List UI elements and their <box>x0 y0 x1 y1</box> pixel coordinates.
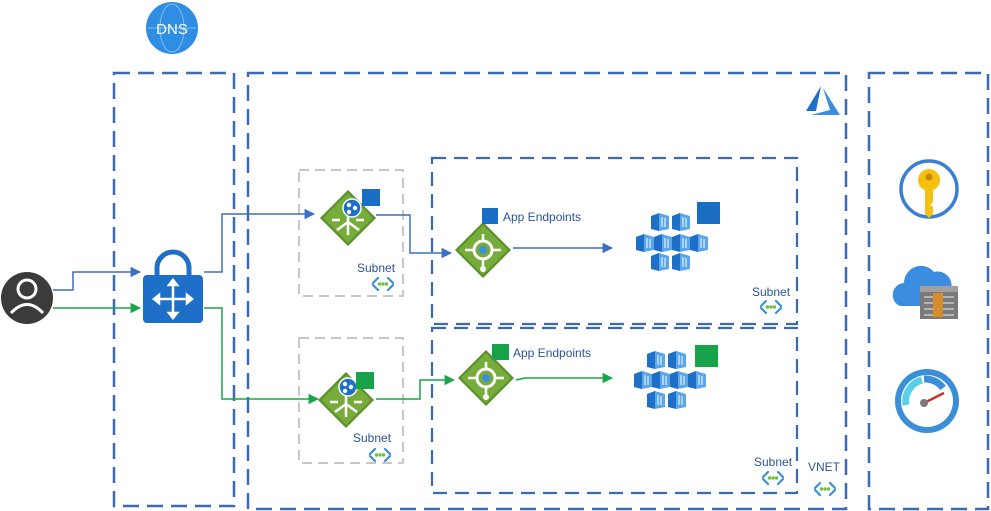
vnet-label: VNET <box>808 460 841 474</box>
blue-square-marker <box>482 208 498 224</box>
dns-icon: DNS <box>146 2 198 54</box>
subnet-icon <box>759 299 783 315</box>
gw-subnet-bottom-box <box>298 337 404 464</box>
subnet-label-gw-bottom: Subnet <box>353 431 392 445</box>
green-square-marker <box>695 345 718 367</box>
blue-square-marker <box>697 202 720 224</box>
app-endpoints-label-bottom: App Endpoints <box>513 346 591 360</box>
green-square-marker <box>492 344 509 360</box>
app-subnet-top-boundary <box>430 156 799 326</box>
green-flow <box>53 302 614 405</box>
application-gateway-icon-top <box>320 190 376 246</box>
blue-square-marker <box>362 189 380 206</box>
subnet-icon <box>371 276 395 292</box>
subnet-label-gw-top: Subnet <box>357 261 396 275</box>
key-vault-icon <box>899 159 959 219</box>
dmz-boundary <box>112 71 236 508</box>
subnet-label-app-top: Subnet <box>752 285 791 299</box>
storage-icon <box>892 265 958 319</box>
load-balancer-icon-top <box>455 222 511 278</box>
dns-label: DNS <box>156 21 188 38</box>
app-endpoints-label-top: App Endpoints <box>503 210 581 224</box>
load-balancer-icon-bottom <box>458 350 514 406</box>
gw-subnet-top-box <box>298 169 404 297</box>
blue-flow <box>53 208 614 291</box>
subnet-icon <box>368 447 392 463</box>
azure-boundary <box>246 71 848 511</box>
user-icon <box>1 272 53 324</box>
subnet-label-app-bottom: Subnet <box>754 455 793 469</box>
app-subnet-bottom-boundary <box>430 326 799 495</box>
monitor-gauge-icon <box>895 369 959 433</box>
subnet-icon <box>761 470 785 486</box>
vnet-icon <box>813 481 837 497</box>
services-boundary <box>867 71 990 511</box>
green-square-marker <box>356 372 374 389</box>
vpn-gateway-icon <box>143 249 203 323</box>
azure-logo-icon <box>806 86 840 115</box>
application-gateway-icon-bottom <box>318 372 374 428</box>
